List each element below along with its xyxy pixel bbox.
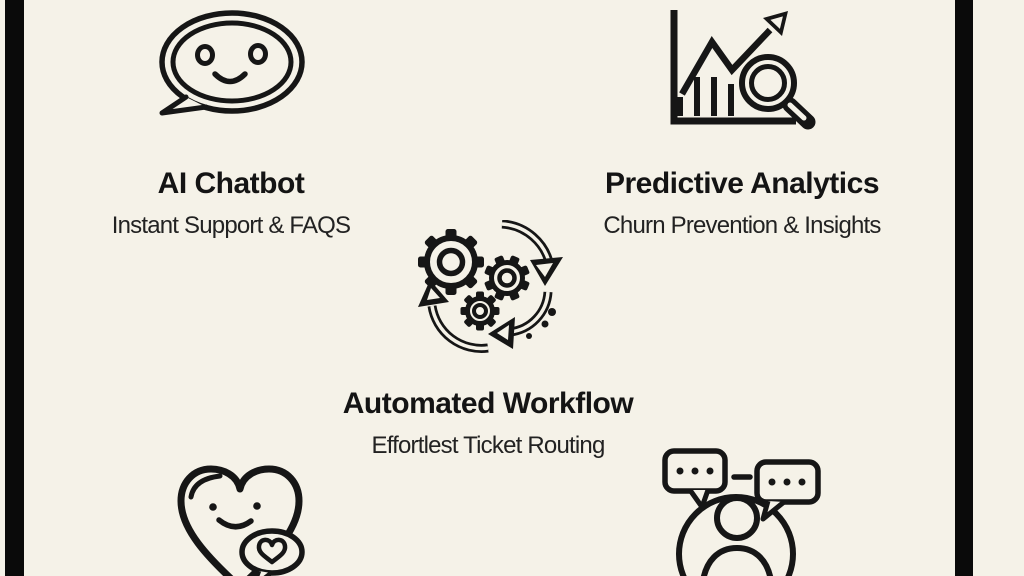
growth-chart-magnifier-icon: [666, 4, 820, 130]
feature-subtitle: Instant Support & FAQS: [111, 212, 351, 239]
feature-title: Predictive Analytics: [604, 167, 880, 200]
feature-subtitle: Churn Prevention & Insights: [603, 212, 881, 239]
right-frame-bar: [955, 0, 973, 576]
feature-title: AI Chatbot: [157, 167, 305, 200]
person-with-chat-bubbles-icon: [650, 447, 822, 576]
feature-predictive-analytics: Predictive Analytics Churn Prevention & …: [592, 166, 892, 240]
feature-automated-workflow: Automated Workflow Effortlest Ticket Rou…: [338, 386, 638, 460]
gears-sync-arrows-icon: [418, 220, 568, 365]
left-frame-bar: [5, 0, 24, 576]
chatbot-speech-bubble-smiley-icon: [152, 5, 307, 120]
feature-ai-chatbot: AI Chatbot Instant Support & FAQS: [81, 166, 381, 240]
heart-smiley-chat-bubble-icon: [175, 465, 305, 576]
feature-subtitle: Effortlest Ticket Routing: [371, 432, 605, 459]
feature-title: Automated Workflow: [342, 387, 634, 420]
